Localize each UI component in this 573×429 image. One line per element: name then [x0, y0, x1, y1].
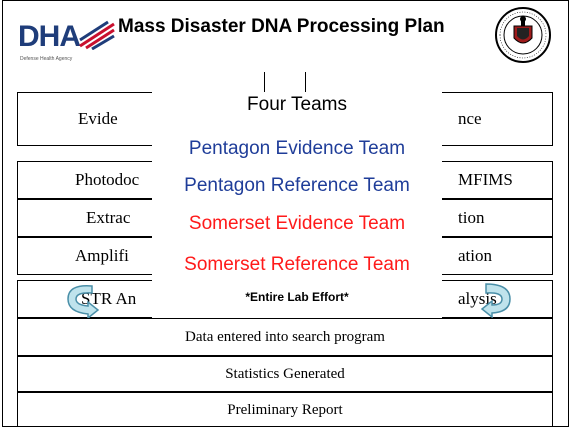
logo-subtitle: Defense Health Agency: [20, 56, 73, 62]
row-center-text: Data entered into search program: [185, 329, 385, 345]
team-somerset-evidence: Somerset Evidence Team: [188, 213, 406, 234]
table-row: Data entered into search program: [17, 318, 553, 356]
team-pentagon-reference: Pentagon Reference Team: [184, 175, 410, 196]
dha-logo: DHA Defense Health Agency: [18, 14, 115, 62]
row-left-text: STR An: [81, 289, 137, 308]
cycle-arrow-right-icon: [480, 283, 511, 318]
connector-line: [305, 72, 306, 92]
row-left-text: Amplifi: [75, 246, 129, 265]
row-right-text: tion: [458, 208, 485, 227]
connector-line: [264, 72, 265, 92]
row-right-text: nce: [458, 109, 482, 128]
overlay-title: Four Teams: [247, 94, 347, 115]
logo-text: DHA: [18, 20, 81, 53]
table-row: Preliminary Report: [17, 392, 553, 427]
row-right-text: alysis: [458, 289, 497, 308]
overlay-note: *Entire Lab Effort*: [245, 290, 349, 304]
team-somerset-reference: Somerset Reference Team: [184, 254, 410, 275]
team-pentagon-evidence: Pentagon Evidence Team: [188, 138, 406, 159]
table-row: Statistics Generated: [17, 356, 553, 392]
cycle-arrow-left-icon: [67, 285, 100, 318]
row-left-text: Extrac: [86, 208, 131, 227]
row-left-text: Evide: [78, 109, 118, 128]
four-teams-overlay: Four Teams Pentagon Evidence Team Pentag…: [152, 92, 442, 318]
slide-title: Mass Disaster DNA Processing Plan: [118, 16, 445, 37]
dha-flag-icon: [79, 20, 115, 50]
row-left-text: Photodoc: [75, 170, 140, 189]
row-center-text: Preliminary Report: [227, 402, 343, 418]
row-right-text: ation: [458, 246, 492, 265]
row-right-text: MFIMS: [458, 170, 513, 189]
afme-seal-icon: [495, 7, 551, 63]
row-center-text: Statistics Generated: [225, 366, 345, 382]
